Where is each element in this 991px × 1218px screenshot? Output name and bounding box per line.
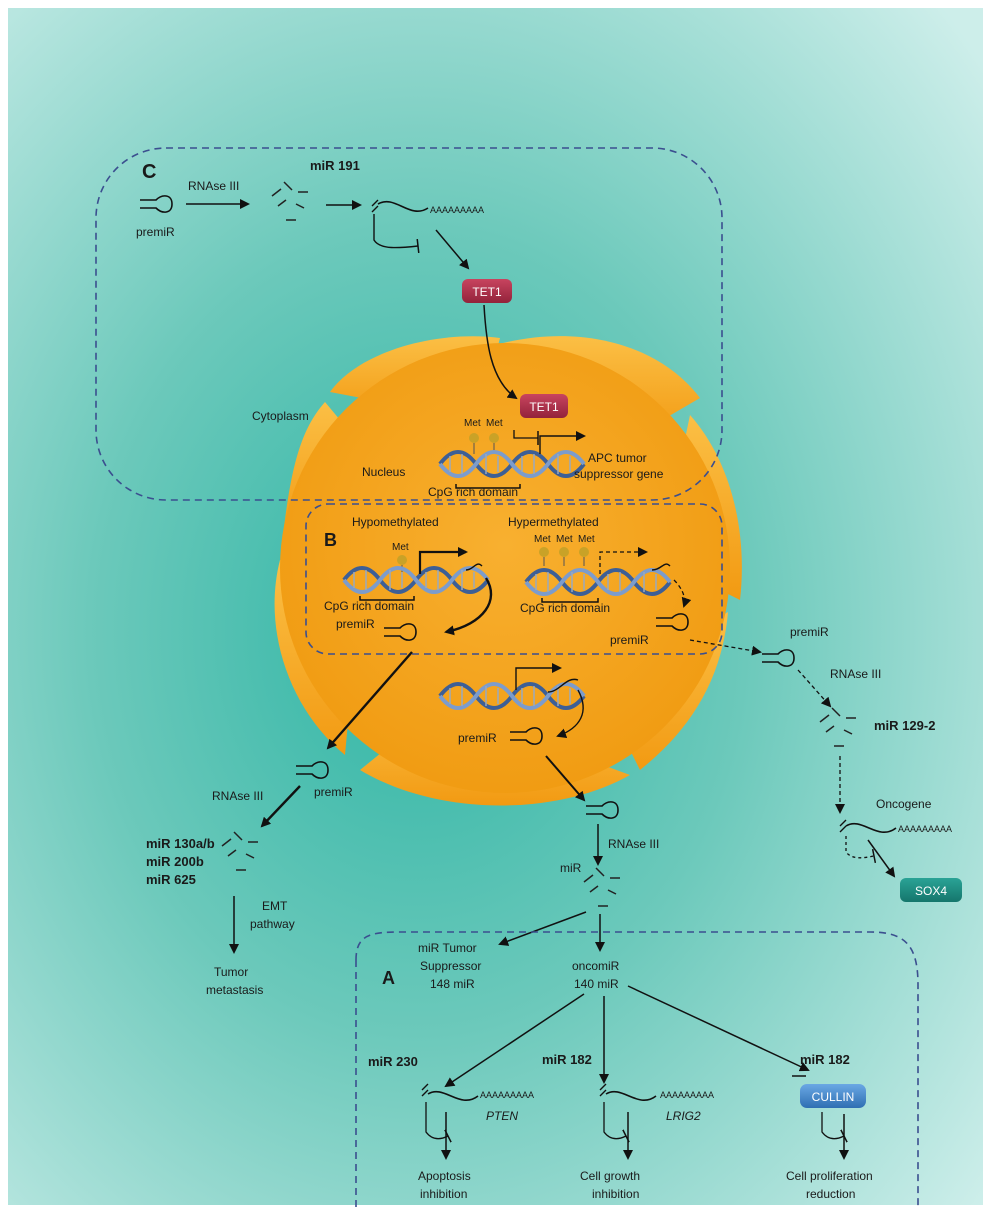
tet1-nucleus-box <box>520 394 568 418</box>
lrig2-label: LRIG2 <box>666 1109 701 1123</box>
hypo-premir: premiR <box>336 617 375 631</box>
center-mir: miR <box>560 861 582 875</box>
mrna-strand <box>605 1091 657 1102</box>
mrna-strand <box>427 1091 479 1102</box>
pten-label: PTEN <box>486 1109 518 1123</box>
right-mir: miR 129-2 <box>874 718 935 733</box>
hyper-met-1: Met <box>534 534 551 545</box>
left-outcome-1: Tumor <box>214 965 248 979</box>
pten-polya: AAAAAAAAA <box>480 1090 534 1100</box>
lrig2-polya: AAAAAAAAA <box>660 1090 714 1100</box>
outcome-left-1: Apoptosis <box>418 1169 471 1183</box>
tet1-cytoplasm-label: TET1 <box>472 285 502 299</box>
hypo-cpg: CpG rich domain <box>324 599 414 613</box>
panel-b-letter: B <box>324 530 337 550</box>
outcome-right-1: Cell proliferation <box>786 1169 873 1183</box>
outcome-right-2: reduction <box>806 1187 855 1201</box>
panel-c-premir: premiR <box>136 225 175 239</box>
met-bead-icon <box>579 547 589 557</box>
right-polya: AAAAAAAAA <box>898 824 952 834</box>
mrna-strand <box>845 823 897 834</box>
ts-line1: miR Tumor <box>418 941 477 955</box>
center-premir: premiR <box>458 731 497 745</box>
cullin-label: CULLIN <box>812 1090 855 1104</box>
hypermethylated-label: Hypermethylated <box>508 515 599 529</box>
left-rnase: RNAse III <box>212 789 263 803</box>
met-bead-icon <box>539 547 549 557</box>
panel-c-polya: AAAAAAAAA <box>430 205 484 215</box>
hypo-met: Met <box>392 542 409 553</box>
right-rnase: RNAse III <box>830 667 881 681</box>
panel-c-rnase: RNAse III <box>188 179 239 193</box>
panel-a-border <box>355 931 919 1208</box>
left-outcome-2: metastasis <box>206 983 263 997</box>
oncomir-line1: oncomiR <box>572 959 620 973</box>
met-bead-icon <box>469 433 479 443</box>
sox4-box <box>900 878 962 902</box>
mrna-strand <box>377 201 429 212</box>
nucleus-envelope <box>274 336 742 806</box>
apc-met-1: Met <box>464 418 481 429</box>
cullin-box <box>800 1084 866 1108</box>
outcome-mid-1: Cell growth <box>580 1169 640 1183</box>
met-bead-icon <box>489 433 499 443</box>
tet1-cytoplasm-box <box>462 279 512 303</box>
hyper-met-2: Met <box>556 534 573 545</box>
apc-gene-line2: suppressor gene <box>574 467 664 481</box>
panel-b-border <box>305 503 723 655</box>
panel-a-letter: A <box>382 968 395 988</box>
panel-c-mir: miR 191 <box>310 158 360 173</box>
tet1-nucleus-label: TET1 <box>529 400 559 414</box>
sox4-label: SOX4 <box>915 884 947 898</box>
nucleus-label: Nucleus <box>362 465 405 479</box>
panel-a-mir-right: miR 182 <box>800 1052 850 1067</box>
oncomir-line2: 140 miR <box>574 977 619 991</box>
hypomethylated-label: Hypomethylated <box>352 515 439 529</box>
hyper-met-3: Met <box>578 534 595 545</box>
ts-line2: Suppressor <box>420 959 481 973</box>
panel-c-border <box>95 147 723 501</box>
ts-line3: 148 miR <box>430 977 475 991</box>
hyper-cpg: CpG rich domain <box>520 601 610 615</box>
apc-met-2: Met <box>486 418 503 429</box>
emt-line1: EMT <box>262 899 288 913</box>
emt-line2: pathway <box>250 917 295 931</box>
panel-c-letter: C <box>142 161 156 183</box>
oncogene-label: Oncogene <box>876 797 932 811</box>
met-bead-icon <box>397 555 407 565</box>
hyper-premir: premiR <box>610 633 649 647</box>
panel-a-mir-mid: miR 182 <box>542 1052 592 1067</box>
apc-cpg: CpG rich domain <box>428 485 518 499</box>
left-premir: premiR <box>314 785 353 799</box>
met-bead-icon <box>559 547 569 557</box>
panel-a-mir-left: miR 230 <box>368 1054 418 1069</box>
apc-gene-line1: APC tumor <box>588 451 647 465</box>
outcome-left-2: inhibition <box>420 1187 467 1201</box>
center-rnase: RNAse III <box>608 837 659 851</box>
right-premir: premiR <box>790 625 829 639</box>
outcome-mid-2: inhibition <box>592 1187 639 1201</box>
left-mir-1: miR 130a/b <box>146 836 215 851</box>
left-mir-2: miR 200b <box>146 854 204 869</box>
left-mir-3: miR 625 <box>146 872 196 887</box>
cytoplasm-label: Cytoplasm <box>252 409 309 423</box>
